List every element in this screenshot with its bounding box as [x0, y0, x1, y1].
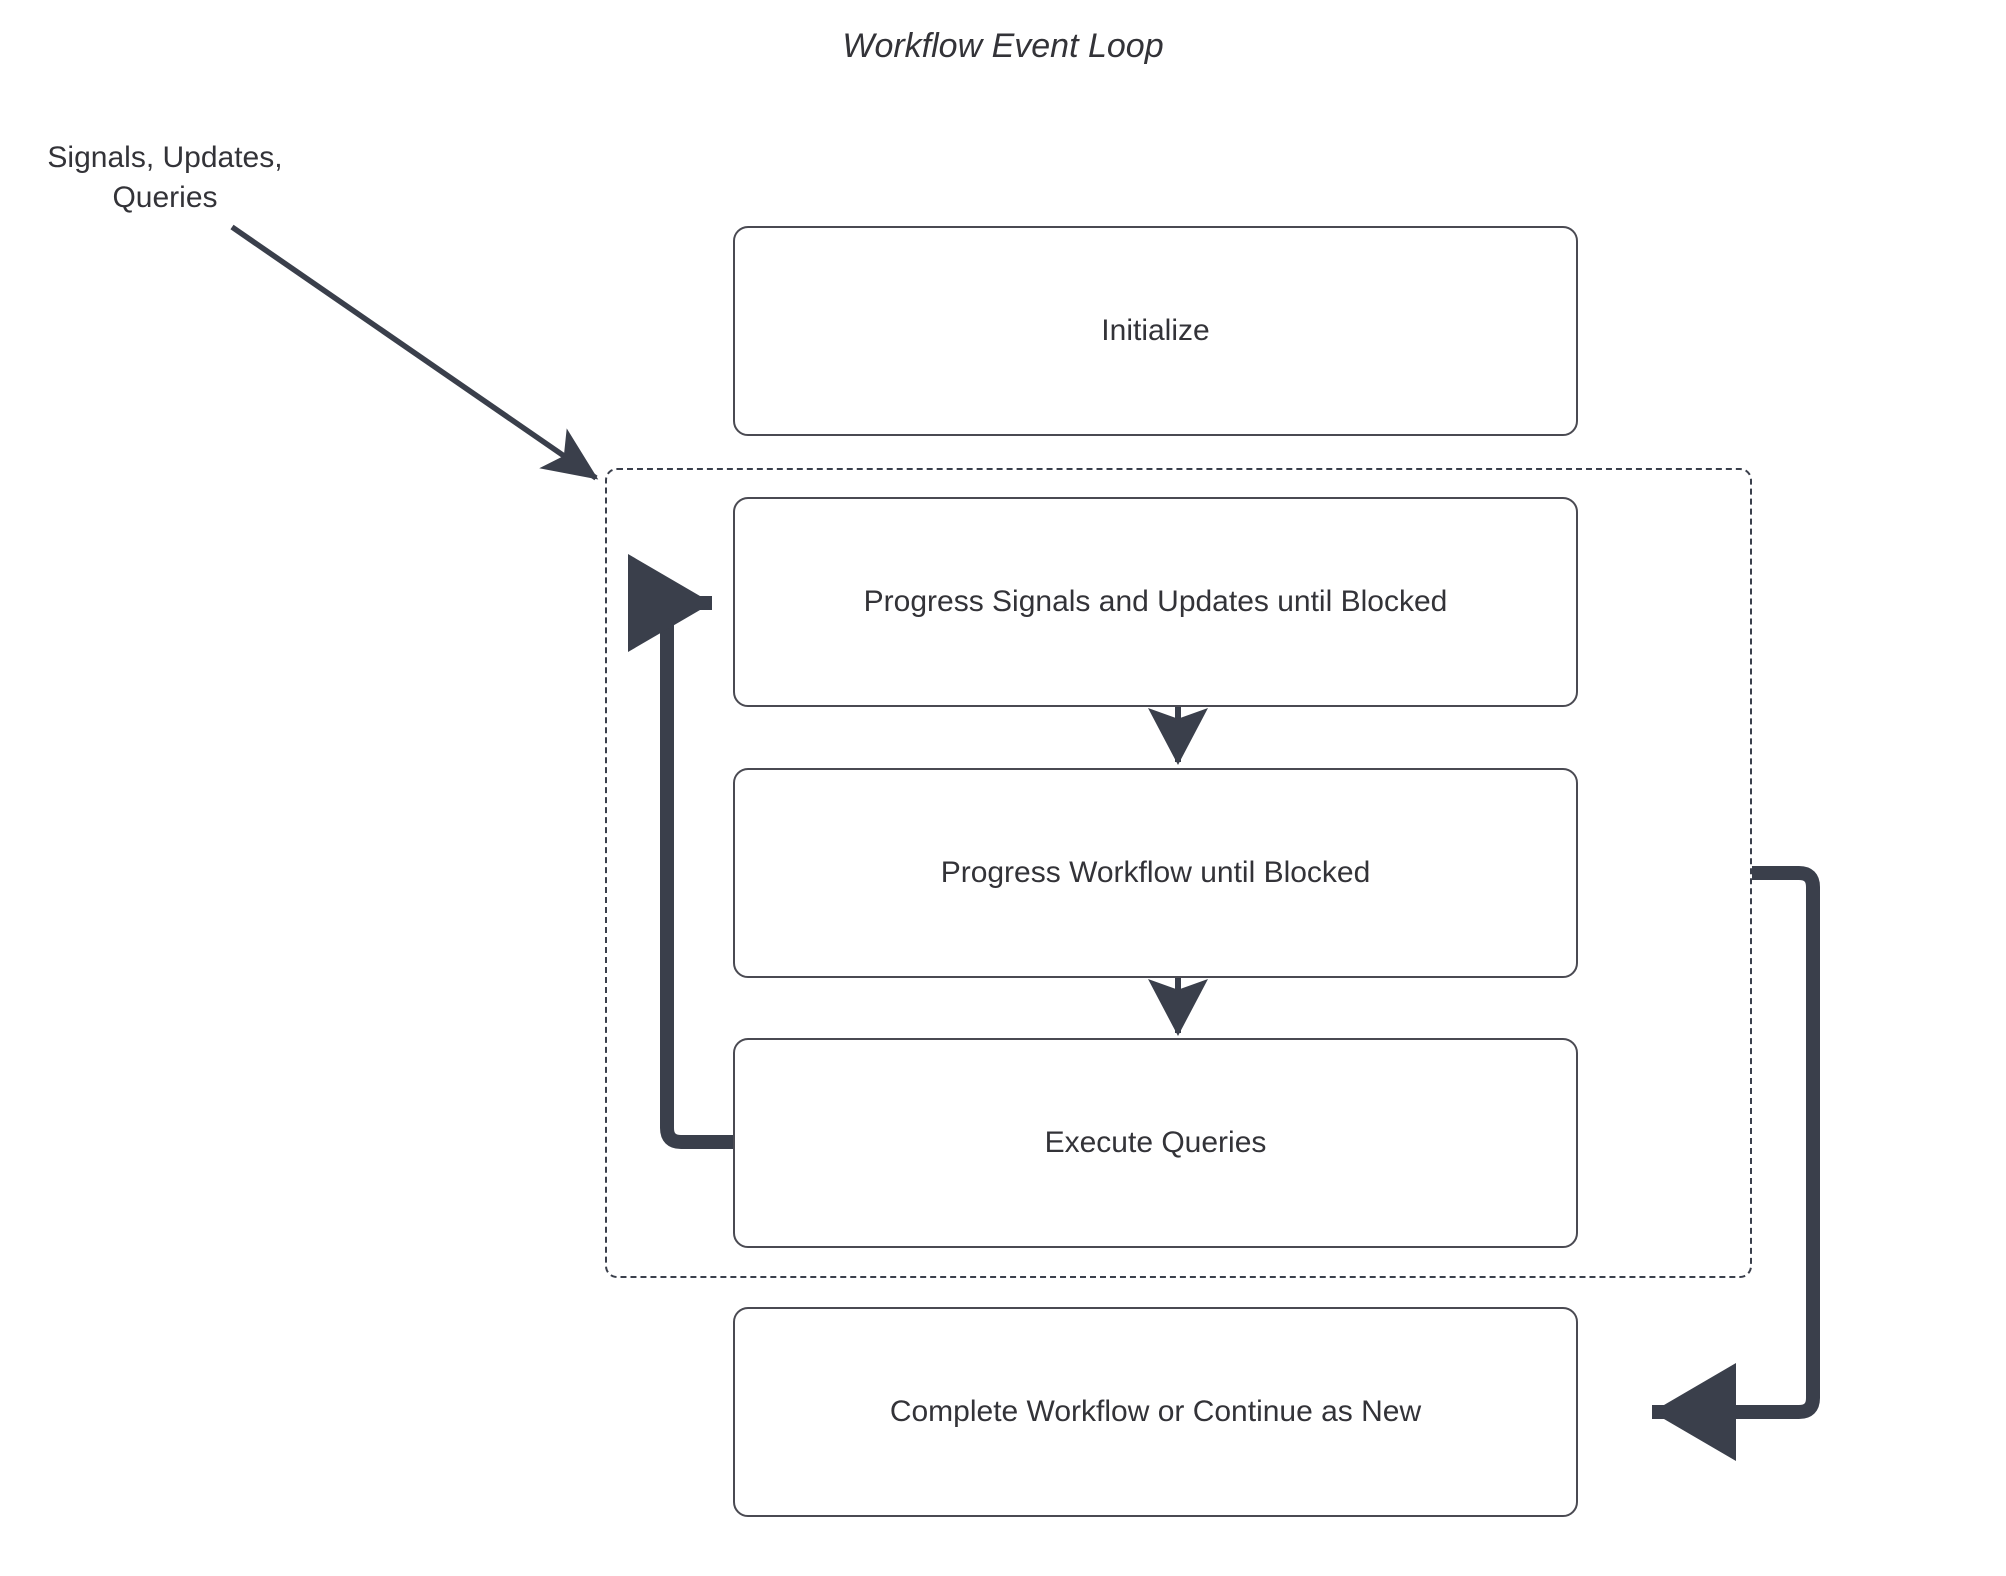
node-execute-queries-label: Execute Queries	[1044, 1126, 1267, 1160]
node-progress-workflow[interactable]: Progress Workflow until Blocked	[733, 768, 1578, 978]
node-execute-queries[interactable]: Execute Queries	[733, 1038, 1578, 1248]
node-progress-signals-updates-label: Progress Signals and Updates until Block…	[863, 585, 1448, 619]
edge-loop-to-complete	[1652, 866, 1820, 1461]
node-progress-workflow-label: Progress Workflow until Blocked	[940, 856, 1371, 890]
external-input-label: Signals, Updates, Queries	[20, 138, 310, 218]
edge-loop-back-left	[628, 554, 733, 1149]
external-input-label-line2: Queries	[112, 180, 218, 214]
node-initialize[interactable]: Initialize	[733, 226, 1578, 436]
external-input-label-line1: Signals, Updates,	[47, 141, 283, 174]
node-complete-or-continue[interactable]: Complete Workflow or Continue as New	[733, 1307, 1578, 1517]
edge-external-input-arrow	[230, 224, 599, 481]
node-complete-or-continue-label: Complete Workflow or Continue as New	[889, 1395, 1422, 1429]
page-title: Workflow Event Loop	[842, 27, 1164, 65]
node-progress-signals-updates[interactable]: Progress Signals and Updates until Block…	[733, 497, 1578, 707]
event-loop-container	[605, 468, 1752, 1278]
node-initialize-label: Initialize	[1101, 314, 1210, 348]
